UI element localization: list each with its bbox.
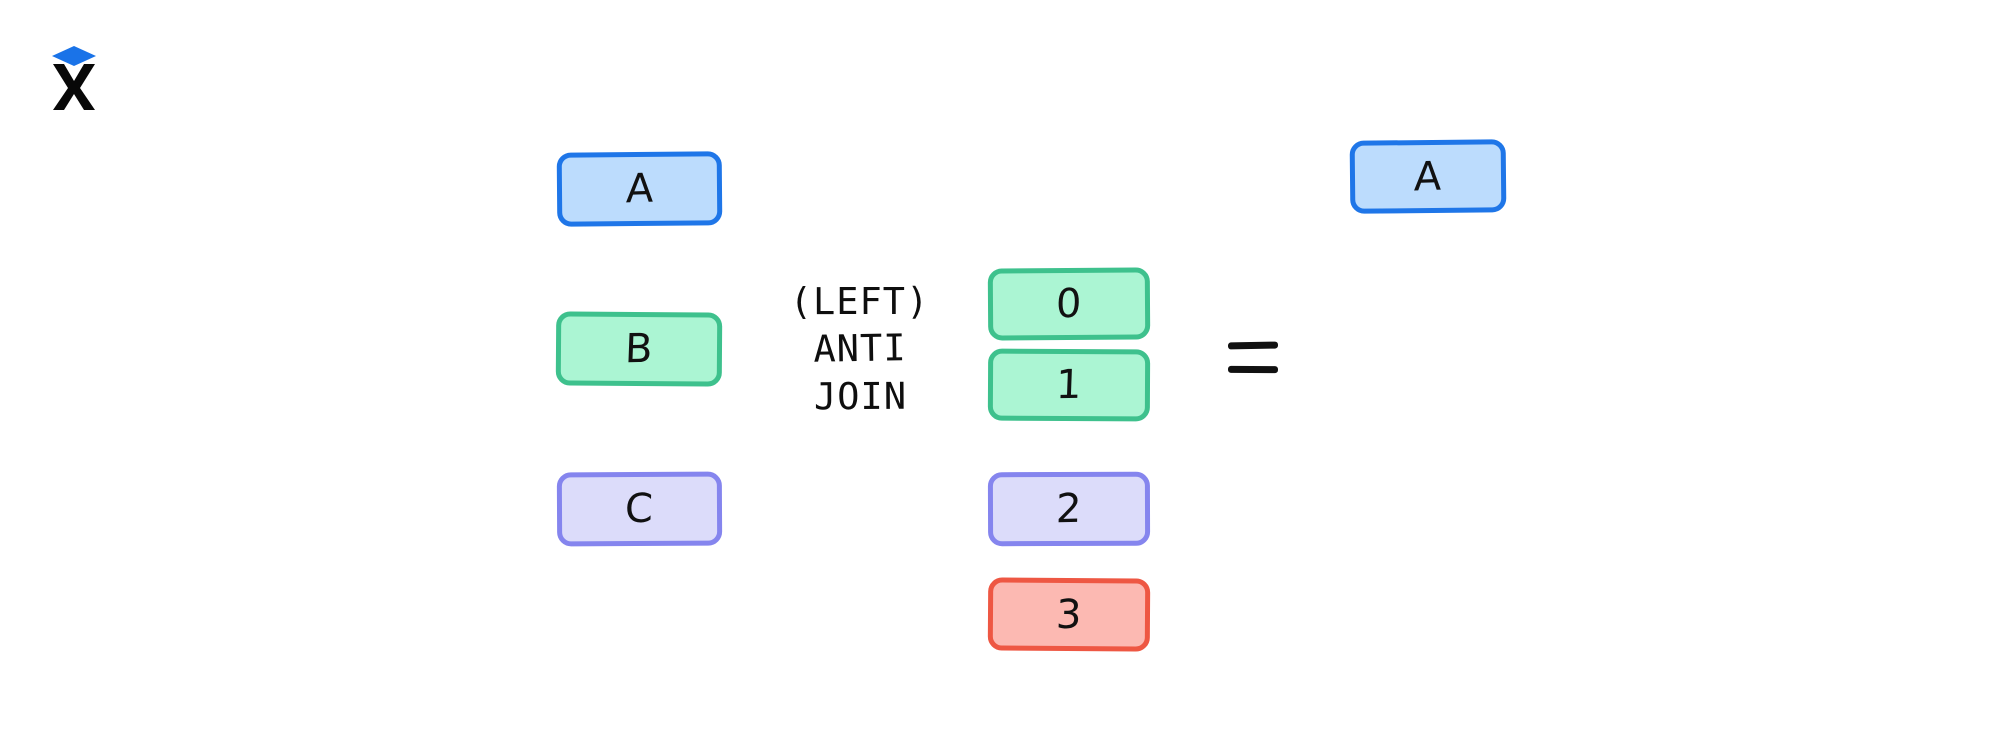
box-left-a[interactable]: A	[556, 151, 723, 227]
operator-label: (LEFT) ANTI JOIN	[769, 277, 950, 421]
box-label: A	[1413, 153, 1443, 200]
box-label: 0	[1055, 280, 1083, 328]
box-right-3[interactable]: 3	[987, 577, 1151, 652]
box-left-b[interactable]: B	[555, 311, 723, 387]
x-diamond-logo	[44, 38, 104, 110]
operator-line-anti: ANTI	[813, 326, 907, 372]
box-label: 1	[1055, 361, 1083, 409]
equals-bar-top	[1227, 341, 1279, 350]
operator-line-join: JOIN	[813, 374, 908, 418]
box-left-c[interactable]: C	[556, 471, 723, 547]
operator-line-left: (LEFT)	[789, 279, 930, 324]
box-label: C	[624, 485, 655, 533]
box-label: A	[625, 165, 654, 213]
box-right-2[interactable]: 2	[987, 471, 1151, 547]
box-result-a[interactable]: A	[1349, 139, 1507, 214]
box-right-0[interactable]: 0	[987, 267, 1151, 341]
box-label: 2	[1055, 485, 1083, 533]
equals-sign	[1227, 340, 1280, 382]
box-label: 3	[1055, 591, 1083, 638]
box-right-1[interactable]: 1	[987, 348, 1151, 422]
equals-bar-bottom	[1227, 365, 1279, 374]
box-label: B	[624, 325, 654, 373]
